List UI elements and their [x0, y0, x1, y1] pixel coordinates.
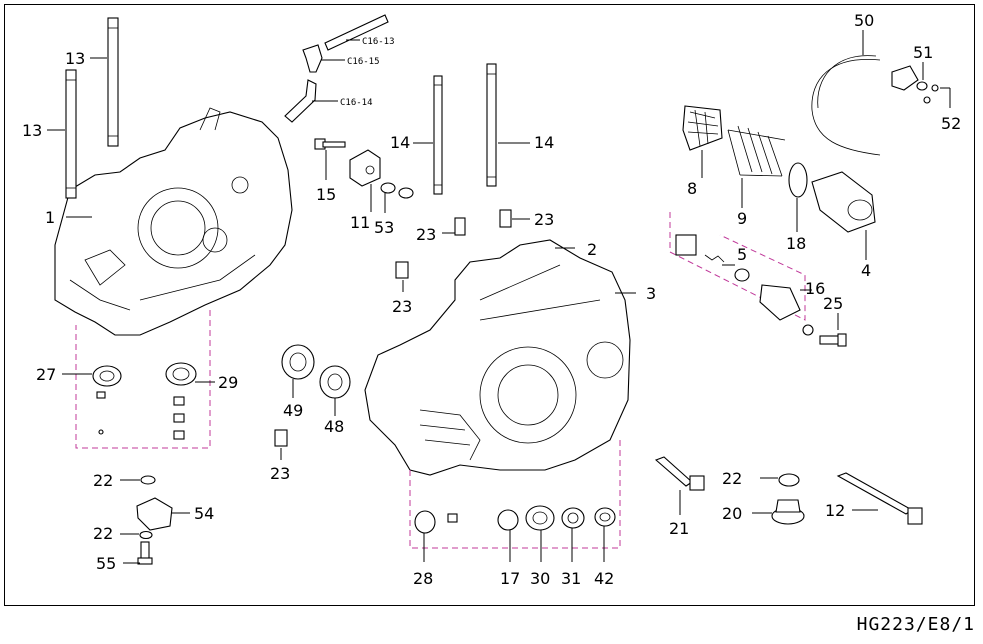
callout-4: 4: [861, 261, 871, 280]
callout-14-b: 14: [534, 133, 554, 152]
callout-53: 53: [374, 218, 394, 237]
drain-plug-20[interactable]: [771, 499, 805, 525]
reference-c16-13: C16-13: [362, 37, 395, 47]
callout-55: 55: [96, 554, 116, 573]
valve-body-16[interactable]: [759, 284, 801, 321]
callout-28: 28: [413, 569, 433, 588]
callout-22-c: 22: [722, 469, 742, 488]
reference-c16-14: C16-14: [340, 98, 373, 108]
dowel-23-c[interactable]: [395, 261, 409, 279]
o-ring-18[interactable]: [788, 162, 808, 198]
bolt-55[interactable]: [137, 541, 153, 565]
callout-3: 3: [646, 284, 656, 303]
pin-small[interactable]: [447, 513, 458, 523]
dowel-pins-left[interactable]: [96, 391, 185, 440]
callout-1: 1: [45, 208, 55, 227]
bearing-29[interactable]: [165, 362, 197, 386]
spring-9[interactable]: [727, 125, 786, 177]
bearing-30[interactable]: [525, 505, 555, 531]
callout-48: 48: [324, 417, 344, 436]
bolt-15[interactable]: [314, 138, 346, 150]
callout-23-a: 23: [416, 225, 436, 244]
washer-53-b[interactable]: [398, 187, 414, 199]
callout-49: 49: [283, 401, 303, 420]
screw-52[interactable]: [923, 84, 939, 104]
o-ring-51[interactable]: [916, 81, 928, 91]
callout-27: 27: [36, 365, 56, 384]
drain-cap-4[interactable]: [811, 171, 876, 233]
callout-13-b: 13: [65, 49, 85, 68]
callout-13-a: 13: [22, 121, 42, 140]
subassembly-box-left: [75, 310, 211, 449]
washer-22-a[interactable]: [140, 475, 156, 485]
washer-22-b[interactable]: [139, 530, 153, 540]
diagram-frame: [4, 4, 975, 606]
bolt-25[interactable]: [819, 333, 847, 347]
callout-23-b: 23: [534, 210, 554, 229]
subassembly-box-right: [409, 440, 621, 549]
callout-8: 8: [687, 179, 697, 198]
callout-42: 42: [594, 569, 614, 588]
callout-15: 15: [316, 185, 336, 204]
left-crankcase-half[interactable]: [54, 107, 293, 336]
washer-22-c[interactable]: [778, 473, 800, 487]
callout-52: 52: [941, 114, 961, 133]
hose-c16-13[interactable]: [324, 14, 389, 51]
dowel-23-b[interactable]: [499, 209, 512, 228]
sensor-cable-50[interactable]: [811, 55, 919, 156]
reference-c16-15: C16-15: [347, 57, 380, 67]
callout-23-c: 23: [392, 297, 412, 316]
bearing-27[interactable]: [92, 365, 122, 387]
callout-50: 50: [854, 11, 874, 30]
stud-14-b[interactable]: [486, 63, 497, 187]
callout-14-a: 14: [390, 133, 410, 152]
callout-18: 18: [786, 234, 806, 253]
callout-21: 21: [669, 519, 689, 538]
callout-30: 30: [530, 569, 550, 588]
hose-c16-14[interactable]: [284, 79, 317, 123]
callout-20: 20: [722, 504, 742, 523]
callout-22-b: 22: [93, 524, 113, 543]
callout-29: 29: [218, 373, 238, 392]
washer-small[interactable]: [802, 324, 814, 336]
bearing-42[interactable]: [594, 507, 616, 527]
oil-strainer-8[interactable]: [682, 105, 723, 151]
bolt-21[interactable]: [654, 456, 705, 491]
callout-17: 17: [500, 569, 520, 588]
callout-12: 12: [825, 501, 845, 520]
washer-53-a[interactable]: [380, 182, 396, 194]
dowel-23-d[interactable]: [274, 429, 288, 447]
stud-14-a[interactable]: [433, 75, 443, 195]
dowel-23-a[interactable]: [454, 217, 466, 236]
right-crankcase-half[interactable]: [364, 239, 631, 476]
callout-5: 5: [737, 245, 747, 264]
callout-2: 2: [587, 240, 597, 259]
stud-13-a[interactable]: [65, 69, 77, 199]
long-bolt-12[interactable]: [836, 472, 923, 525]
callout-54: 54: [194, 504, 214, 523]
bearing-48[interactable]: [319, 365, 351, 399]
diagram-code: HG223/E8/1: [856, 614, 975, 635]
callout-9: 9: [737, 209, 747, 228]
callout-22-a: 22: [93, 471, 113, 490]
stud-13-b[interactable]: [107, 17, 119, 147]
bearing-31[interactable]: [561, 507, 585, 529]
callout-23-d: 23: [270, 464, 290, 483]
subassembly-box-5: [669, 212, 806, 321]
block-11[interactable]: [349, 149, 381, 187]
callout-51: 51: [913, 43, 933, 62]
fitting-c16-15[interactable]: [302, 44, 323, 73]
bearing-49[interactable]: [281, 344, 315, 380]
callout-25: 25: [823, 294, 843, 313]
bushing-28[interactable]: [414, 510, 436, 534]
plunger-5[interactable]: [675, 234, 750, 282]
bushing-17[interactable]: [497, 509, 519, 531]
callout-16: 16: [805, 279, 825, 298]
bracket-54[interactable]: [136, 497, 173, 531]
callout-11: 11: [350, 213, 370, 232]
callout-31: 31: [561, 569, 581, 588]
